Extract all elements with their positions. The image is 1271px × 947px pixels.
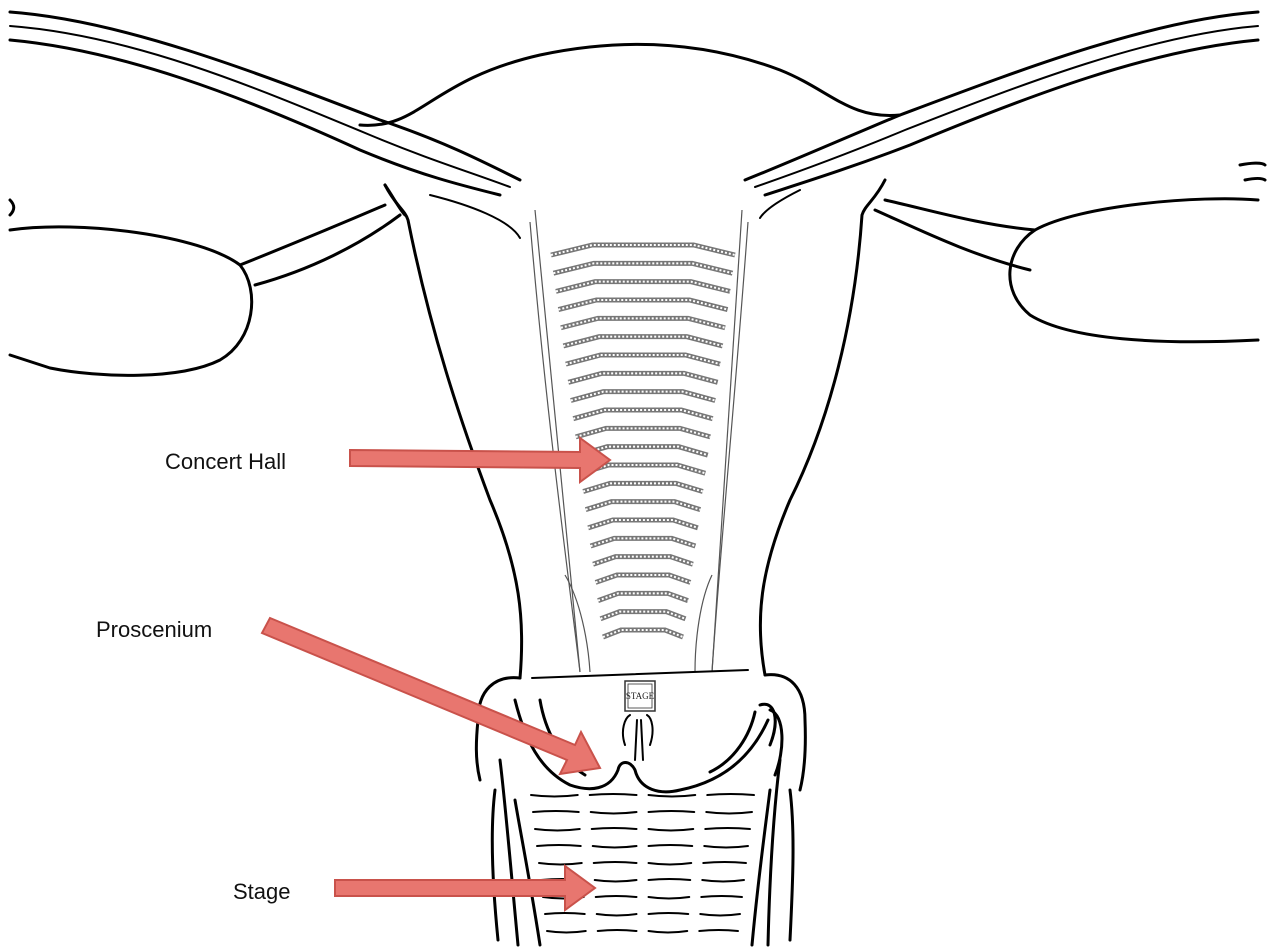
seat-row (576, 428, 710, 437)
seat-row (603, 630, 683, 637)
ruga-line (649, 845, 693, 846)
left-ovary (10, 200, 400, 375)
seat-row (586, 502, 701, 510)
ruga-line (649, 913, 689, 914)
ruga-line (649, 879, 691, 880)
seat-row (551, 245, 735, 255)
label-proscenium: Proscenium (96, 617, 212, 642)
seat-row (556, 282, 730, 292)
ruga-line (531, 795, 578, 797)
seat-row (593, 557, 693, 565)
seat-row (591, 538, 696, 546)
ruga-line (700, 914, 740, 916)
seat-row (598, 593, 688, 600)
ruga-line (594, 862, 637, 863)
ruga-line (649, 931, 688, 933)
ruga-line (592, 828, 637, 829)
ruga-line (702, 880, 744, 882)
seat-row (553, 263, 732, 273)
seat-row (563, 337, 722, 346)
seat-row (571, 392, 715, 401)
seat-row (583, 483, 703, 491)
ruga-line (596, 896, 637, 897)
ruga-line (704, 846, 748, 848)
ruga-line (707, 794, 754, 795)
ruga-line (593, 846, 637, 848)
ruga-line (537, 845, 581, 846)
seat-row (596, 575, 691, 582)
ruga-line (591, 812, 637, 814)
ruga-line (649, 897, 690, 899)
uterus-outline (360, 44, 900, 678)
vaginal-rugae (531, 794, 754, 933)
ruga-line (703, 862, 746, 863)
ruga-line (597, 914, 637, 916)
ruga-line (598, 930, 637, 931)
ruga-line (699, 930, 738, 931)
label-stage: Stage (233, 879, 291, 904)
ruga-line (545, 913, 585, 914)
ruga-line (590, 794, 637, 795)
right-fallopian-tube (745, 12, 1265, 195)
ruga-line (595, 880, 637, 882)
ruga-line (539, 863, 582, 865)
right-ovary (875, 199, 1258, 342)
seat-row (561, 318, 725, 327)
ruga-line (706, 812, 752, 814)
ruga-line (535, 829, 580, 831)
seat-row (601, 612, 686, 619)
seat-row (568, 373, 717, 382)
ruga-line (701, 896, 742, 897)
stage-arrow (335, 866, 595, 910)
ruga-line (649, 811, 695, 812)
seat-row (573, 410, 712, 419)
seat-row (588, 520, 698, 528)
ruga-line (533, 811, 579, 812)
ruga-line (649, 795, 696, 797)
seat-row (558, 300, 727, 310)
ruga-line (705, 828, 750, 829)
proscenium-arrow (262, 618, 600, 774)
seat-row (566, 355, 720, 364)
left-fallopian-tube (10, 12, 520, 215)
label-concert-hall: Concert Hall (165, 449, 286, 474)
ruga-line (547, 931, 586, 933)
ruga-line (649, 829, 694, 831)
vaginal-canal-stage (492, 760, 793, 945)
ruga-line (649, 863, 692, 865)
stage-sign-text: STAGE (626, 691, 655, 701)
seat-rows (551, 245, 735, 637)
